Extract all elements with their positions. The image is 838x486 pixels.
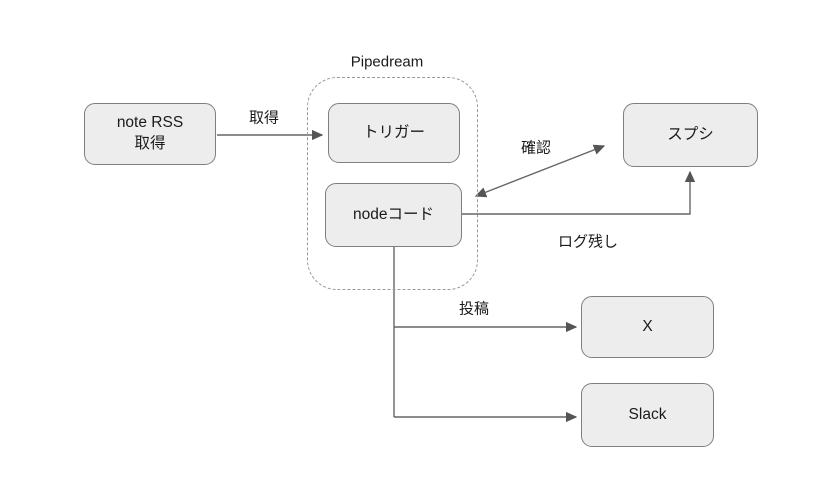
edge-label-log: ログ残し: [557, 233, 619, 251]
edge-label-fetch: 取得: [248, 109, 280, 127]
pipedream-group-outline: [307, 77, 478, 290]
edge-log: [462, 170, 696, 215]
node-trigger: トリガー: [328, 103, 460, 163]
edge-label-confirm: 確認: [520, 139, 552, 157]
node-note-rss: note RSS 取得: [84, 103, 216, 165]
node-node-code: nodeコード: [325, 183, 462, 247]
node-x: X: [581, 296, 714, 358]
edge-label-post: 投稿: [458, 300, 490, 318]
edge-confirm: [474, 144, 606, 198]
node-slack: Slack: [581, 383, 714, 447]
pipedream-group-label: Pipedream: [350, 53, 424, 71]
node-spreadsheet: スプシ: [623, 103, 758, 167]
